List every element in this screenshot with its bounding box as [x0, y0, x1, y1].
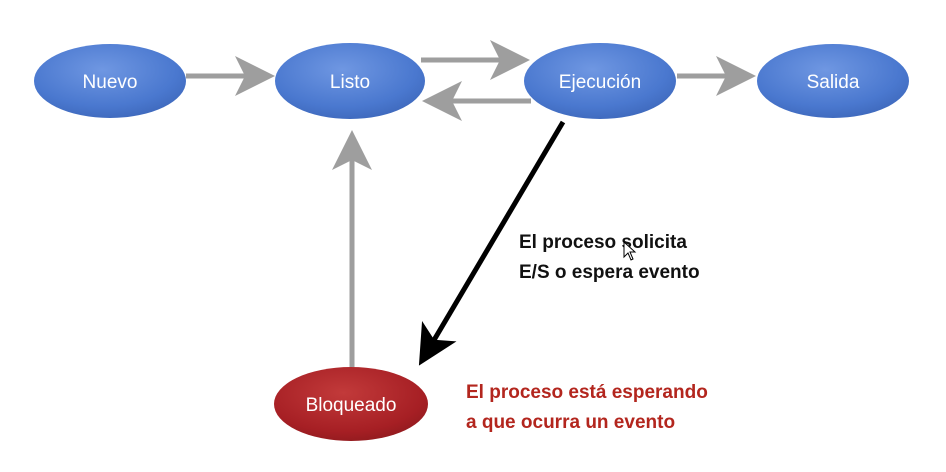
annotation-solicita-line2: E/S o espera evento: [519, 262, 700, 283]
annotation-esperando-line1: El proceso está esperando: [466, 382, 708, 403]
node-listo-label: Listo: [330, 72, 370, 93]
mouse-pointer-icon: [623, 241, 637, 261]
annotation-esperando-line2: a que ocurra un evento: [466, 412, 676, 433]
annotation-solicita: El proceso solicita E/S o espera evento: [519, 228, 700, 288]
node-nuevo-label: Nuevo: [83, 72, 138, 93]
node-listo: Listo: [275, 43, 425, 119]
annotation-esperando: El proceso está esperando a que ocurra u…: [466, 378, 708, 438]
node-bloqueado-label: Bloqueado: [306, 395, 397, 416]
annotation-solicita-line1: El proceso solicita: [519, 232, 687, 253]
arrow-ejecucion-to-bloqueado: [418, 120, 566, 366]
node-ejecucion-label: Ejecución: [559, 72, 641, 93]
node-salida: Salida: [757, 44, 909, 118]
node-ejecucion: Ejecución: [524, 43, 676, 119]
node-salida-label: Salida: [807, 72, 860, 93]
node-nuevo: Nuevo: [34, 44, 186, 118]
node-bloqueado: Bloqueado: [274, 367, 428, 441]
